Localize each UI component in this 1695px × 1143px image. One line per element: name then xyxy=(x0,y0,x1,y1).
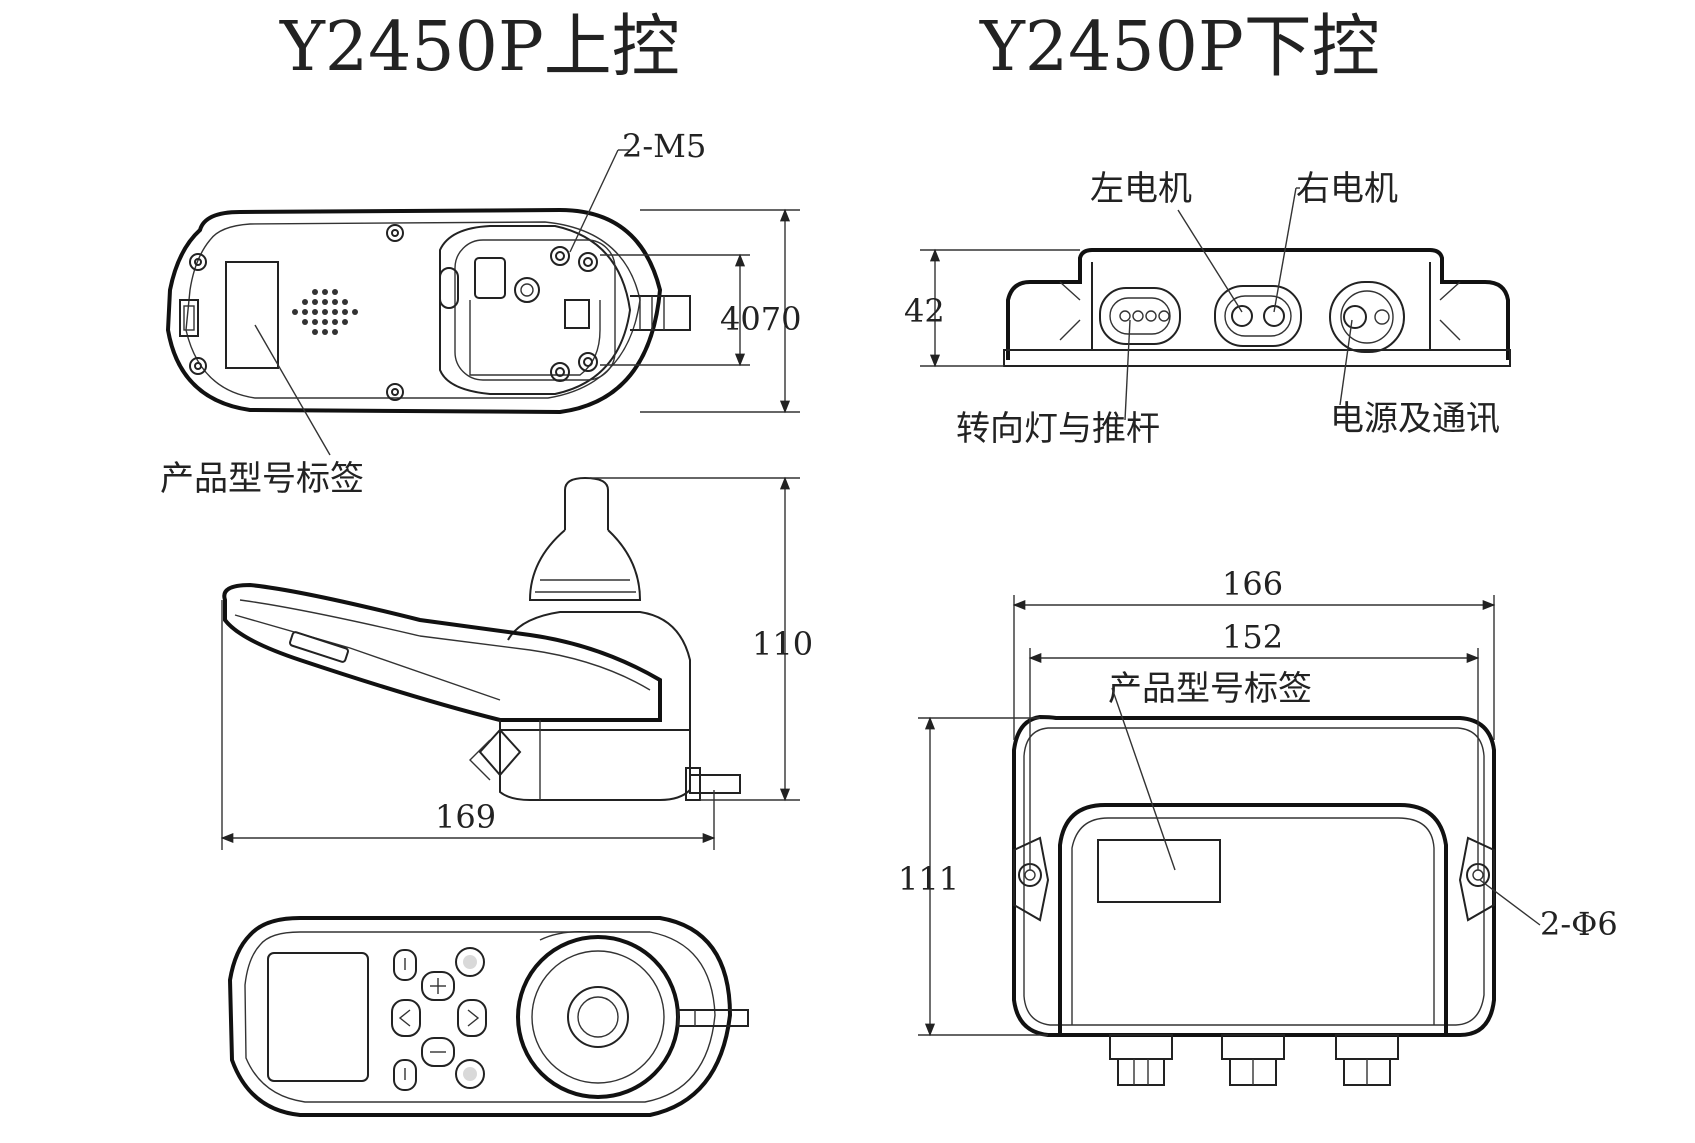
lower-controller-front-view: 左电机 右电机 转向灯与推杆 电源及通讯 42 xyxy=(904,169,1511,449)
dim-upper-side-length: 169 xyxy=(435,798,496,836)
callout-lower-product-label: 产品型号标签 xyxy=(1108,669,1312,709)
label-left-motor: 左电机 xyxy=(1090,169,1192,209)
dim-upper-top-height: 4070 xyxy=(720,300,801,338)
power-button-icon xyxy=(393,949,417,981)
left-indicator-button-icon xyxy=(391,999,421,1037)
dim-lower-height-111: 111 xyxy=(898,860,959,898)
dim-upper-side-height: 110 xyxy=(752,625,813,663)
upper-controller-keypad-view xyxy=(227,916,749,1117)
title-upper-controller: Y2450P上控 xyxy=(279,8,680,87)
dim-lower-hole-pitch-152: 152 xyxy=(1222,618,1283,656)
dim-lower-front-height: 42 xyxy=(904,292,945,330)
callout-product-label: 产品型号标签 xyxy=(160,459,364,499)
bottom-connectors xyxy=(1109,1034,1399,1086)
keypad-buttons xyxy=(391,947,487,1091)
speed-up-button-icon xyxy=(421,971,455,1001)
dim-lower-width-166: 166 xyxy=(1222,565,1283,603)
light-button-icon xyxy=(455,1059,485,1089)
label-turn-light-actuator: 转向灯与推杆 xyxy=(956,409,1160,449)
speed-down-button-icon xyxy=(421,1037,455,1067)
speaker-grille-icon xyxy=(292,289,358,335)
title-lower-controller: Y2450P下控 xyxy=(979,8,1380,87)
callout-mounting-holes: 2-Φ6 xyxy=(1540,905,1618,943)
right-indicator-button-icon xyxy=(457,999,487,1037)
lower-controller-top-view: 166 152 产品型号标签 111 2-Φ6 xyxy=(898,565,1618,1086)
label-right-motor: 右电机 xyxy=(1296,169,1398,209)
label-power-comm: 电源及通讯 xyxy=(1330,399,1500,439)
connector-turn-light xyxy=(1099,287,1181,345)
connector-power xyxy=(1329,281,1405,353)
upper-controller-side-view: 110 169 xyxy=(220,476,813,850)
upper-controller-top-view: 2-M5 产品型号标签 4070 xyxy=(160,127,801,499)
callout-screws: 2-M5 xyxy=(622,127,706,165)
connector-motors xyxy=(1214,285,1302,347)
mode-button-icon xyxy=(393,1059,417,1091)
horn-button-icon xyxy=(455,947,485,977)
